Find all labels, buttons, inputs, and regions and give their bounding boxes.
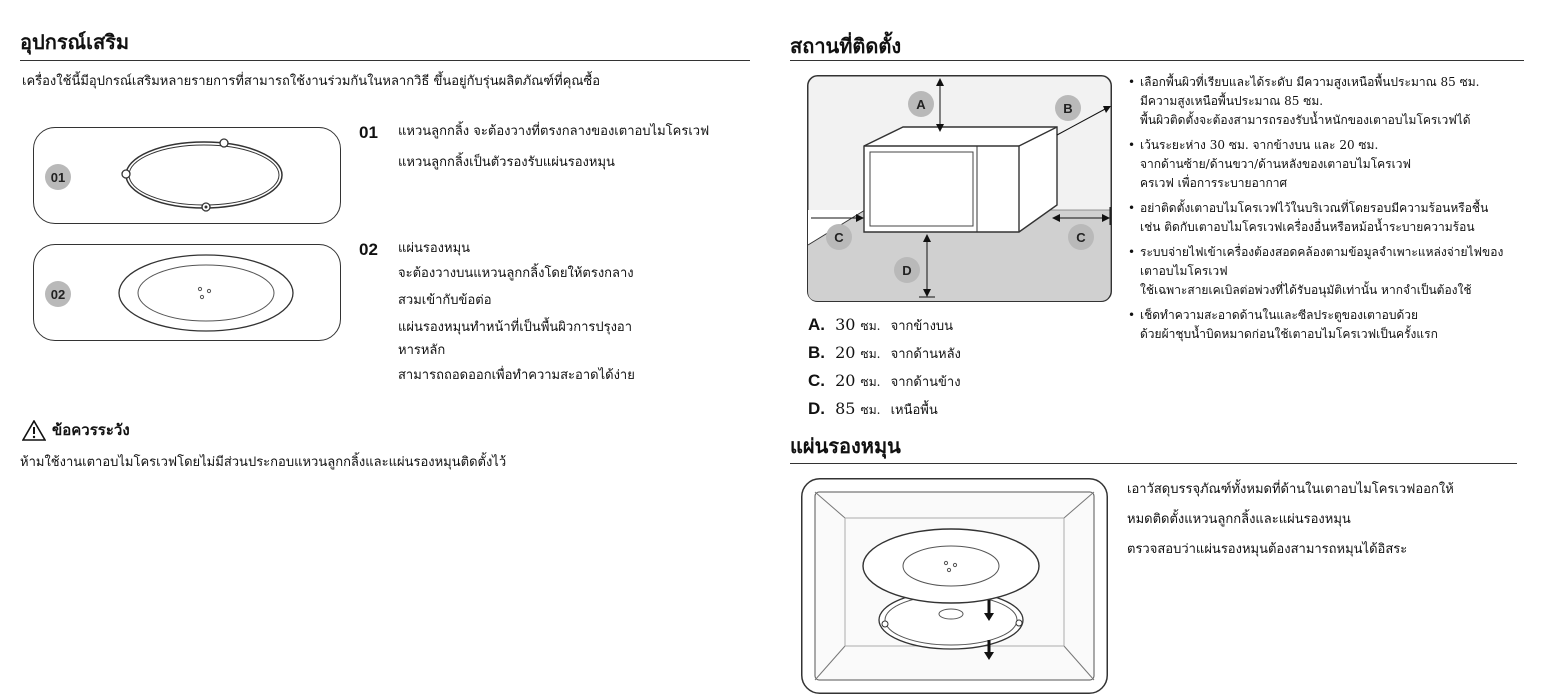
item-01-number: 01	[359, 123, 378, 142]
bullet-item: เว้นระยะห่าง 30 ซม. จากข้างบน และ 20 ซม.…	[1128, 136, 1503, 193]
diagram-label-c-right: C	[1076, 230, 1086, 245]
turntable-heading: แผ่นรองหมุน	[790, 434, 901, 458]
item-02-line-3: สวมเข้ากับข้อต่อ	[398, 293, 492, 308]
item-02-line-4: แผ่นรองหมุนทำหน้าที่เป็นพื้นผิวการปรุงอา	[398, 320, 633, 335]
installation-diagram: A B C C D	[807, 75, 1112, 302]
turntable-rule	[790, 463, 1517, 464]
item-02-number: 02	[359, 240, 378, 259]
dimension-c: C. 20 ซม. จากด้านข้าง	[808, 371, 961, 390]
dimension-list: A. 30 ซม. จากข้างบน B. 20 ซม. จากด้านหลั…	[808, 312, 961, 424]
turntable-install-diagram	[801, 478, 1108, 694]
bullet-item: ระบบจ่ายไฟเข้าเครื่องต้องสอดคล้องตามข้อม…	[1128, 243, 1503, 300]
installation-heading: สถานที่ติดตั้ง	[790, 34, 902, 58]
dimension-d: D. 85 ซม. เหนือพื้น	[808, 399, 938, 418]
dimension-b: B. 20 ซม. จากด้านหลัง	[808, 343, 961, 362]
item-01-line-1: แหวนลูกกลิ้ง จะต้องวางที่ตรงกลางของเตาอบ…	[398, 124, 710, 139]
caution-heading: ข้อควรระวัง	[22, 418, 130, 442]
roller-ring-image: 01	[33, 127, 341, 224]
item-02-line-1: แผ่นรองหมุน	[398, 241, 471, 256]
roller-ring-illustration	[121, 138, 283, 212]
bullet-item: เช็ดทำความสะอาดด้านในและซีลประตูของเตาอบ…	[1128, 306, 1503, 344]
turntable-illustration	[118, 254, 294, 332]
installation-bullets: เลือกพื้นผิวที่เรียบและได้ระดับ มีความสู…	[1128, 73, 1503, 350]
item-01-line-2: แหวนลูกกลิ้งเป็นตัวรองรับแผ่นรองหมุน	[398, 155, 615, 170]
bullet-item: อย่าติดตั้งเตาอบไมโครเวฟไว้ในบริเวณที่โด…	[1128, 199, 1503, 237]
item-02-line-2: จะต้องวางบนแหวนลูกกลิ้งโดยให้ตรงกลาง	[398, 266, 634, 281]
installation-rule	[790, 60, 1524, 61]
turntable-line-2: หมดติดตั้งแหวนลูกกลิ้งและแผ่นรองหมุน	[1127, 512, 1351, 527]
accessories-rule	[20, 60, 750, 61]
item-02-line-5: หารหลัก	[398, 343, 446, 358]
diagram-label-b: B	[1063, 101, 1072, 116]
dimension-a: A. 30 ซม. จากข้างบน	[808, 315, 954, 334]
turntable-line-1: เอาวัสดุบรรจุภัณฑ์ทั้งหมดที่ด้านในเตาอบไ…	[1127, 482, 1454, 497]
turntable-image: 02	[33, 244, 341, 341]
bullet-item: เลือกพื้นผิวที่เรียบและได้ระดับ มีความสู…	[1128, 73, 1503, 130]
diagram-label-a: A	[916, 97, 926, 112]
turntable-line-3: ตรวจสอบว่าแผ่นรองหมุนต้องสามารถหมุนได้อิ…	[1127, 542, 1408, 557]
warning-icon	[22, 419, 46, 441]
diagram-label-d: D	[902, 263, 911, 278]
item-02-line-6: สามารถถอดออกเพื่อทำความสะอาดได้ง่าย	[398, 368, 635, 383]
caution-text: ห้ามใช้งานเตาอบไมโครเวฟโดยไม่มีส่วนประกอ…	[20, 455, 507, 470]
badge-02: 02	[45, 281, 71, 307]
diagram-label-c-left: C	[834, 230, 844, 245]
caution-title: ข้อควรระวัง	[52, 421, 130, 439]
accessories-heading: อุปกรณ์เสริม	[20, 30, 130, 54]
badge-01: 01	[45, 164, 71, 190]
accessories-intro: เครื่องใช้นี้มีอุปกรณ์เสริมหลายรายการที่…	[22, 74, 601, 89]
